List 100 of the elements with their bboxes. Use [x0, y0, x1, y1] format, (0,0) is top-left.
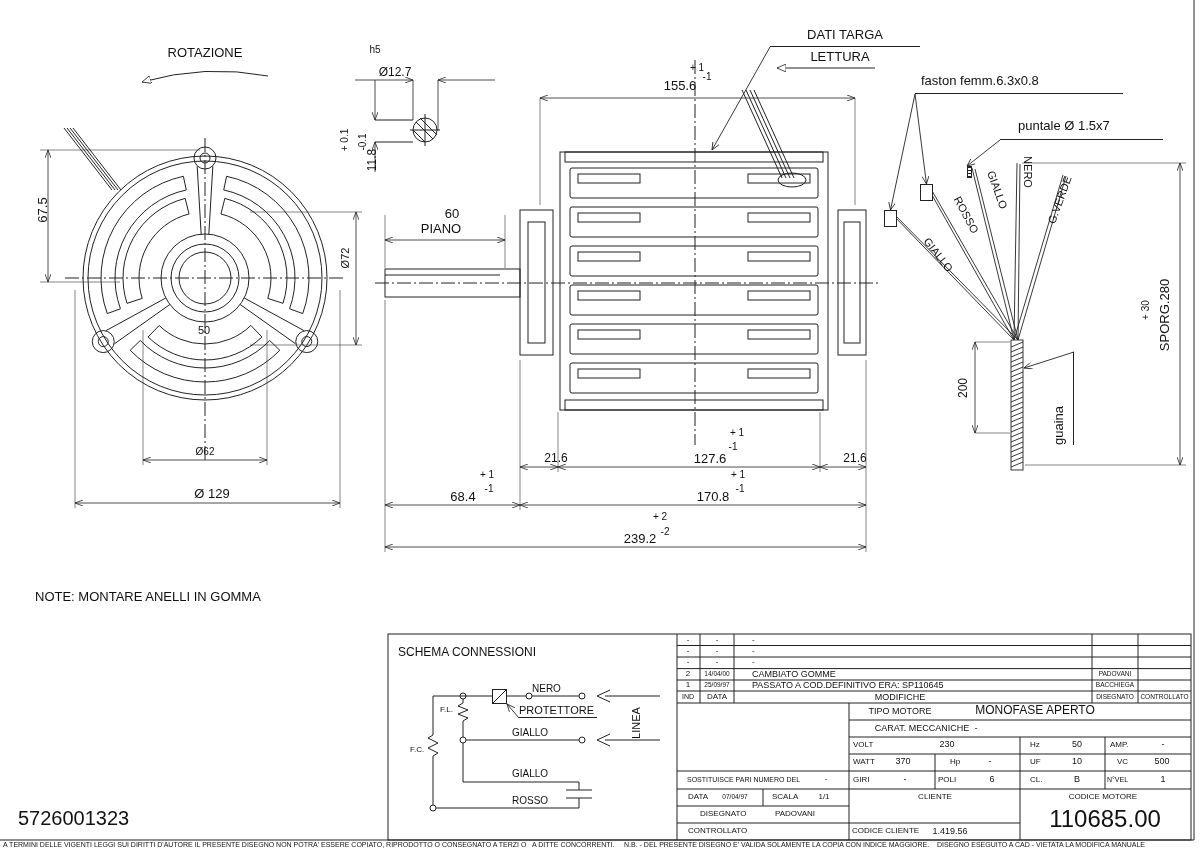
- dimension-value: Ø72: [339, 247, 351, 269]
- title-block-text: DATA: [688, 793, 709, 801]
- title-block-text: -: [752, 647, 755, 655]
- title-block-text: -: [715, 636, 719, 644]
- title-block-text: WATT: [853, 758, 875, 766]
- title-block-text: DATA: [706, 693, 728, 701]
- dimension-value: 60: [444, 207, 460, 220]
- schematic-label: NERO: [532, 684, 561, 694]
- schematic-label: F.L.: [440, 706, 453, 714]
- title-block-text: 1.419.56: [932, 827, 968, 836]
- tolerance-value: + 0.1: [340, 128, 350, 152]
- tolerance-value: + 1: [479, 470, 495, 480]
- tolerance-value: -2: [660, 527, 670, 537]
- title-block-text: 50: [1072, 740, 1082, 749]
- title-block-text: Hp: [950, 758, 961, 766]
- dimension-value: 200: [957, 378, 969, 398]
- dimension-value: 170.8: [696, 490, 730, 503]
- tolerance-value: + 1: [729, 428, 745, 438]
- dimension-value: 50: [197, 325, 211, 336]
- faston-connector: [920, 184, 933, 201]
- title-block-text: -: [686, 658, 690, 666]
- title-block-text: CONTROLLATO: [688, 827, 748, 835]
- title-block-text: -: [1161, 740, 1165, 749]
- title-block-text: 6: [989, 775, 995, 784]
- title-block-text: -: [686, 647, 690, 655]
- title-block-text: POLI: [938, 776, 957, 784]
- title-block-text: -: [686, 636, 690, 644]
- dimension-value: 239.2: [623, 532, 657, 545]
- tolerance-value: -1: [735, 484, 745, 494]
- callout-label: puntale Ø 1.5x7: [1000, 119, 1163, 140]
- title-block-text: GIRI: [853, 776, 870, 784]
- wire-ferrule: [967, 166, 972, 178]
- schematic-label: ROSSO: [512, 796, 549, 806]
- title-block-text: SCALA: [772, 793, 799, 801]
- title-block-text: 110685.00: [1049, 807, 1161, 831]
- dimension-value: 127.6: [693, 452, 727, 465]
- title-block-text: UF: [1030, 758, 1041, 766]
- title-block-text: 1: [685, 681, 691, 689]
- schematic-label: LINEA: [630, 707, 642, 739]
- title-block-text: -: [974, 724, 978, 733]
- title-block-text: Hz: [1030, 741, 1040, 749]
- title-block-text: CARAT. MECCANICHE: [874, 724, 970, 733]
- dimension-value: 67.5: [35, 197, 49, 223]
- schematic-label: F.C.: [410, 746, 425, 754]
- tolerance-value: + 2: [652, 512, 668, 522]
- heading-text: ROTAZIONE: [167, 46, 243, 59]
- schematic-label: GIALLO: [512, 728, 549, 738]
- callout-label: faston femm.6.3x0.8: [915, 74, 1123, 94]
- title-block-text: -: [715, 658, 719, 666]
- protector-symbol: [492, 689, 507, 704]
- direction-label: LETTURA: [810, 50, 870, 63]
- title-block-text: PASSATO A COD.DEFINITIVO ERA: SP110645: [752, 681, 944, 690]
- tolerance-value: -1: [484, 484, 494, 494]
- title-block-text: -: [752, 636, 755, 644]
- title-block-text: MODIFICHE: [874, 693, 926, 702]
- title-block-text: CLIENTE: [918, 793, 952, 801]
- callout-label: PROTETTORE: [519, 705, 597, 718]
- title-block-text: 1: [1160, 775, 1166, 784]
- dimension-value: PIANO: [420, 222, 462, 235]
- title-block-text: 370: [895, 757, 911, 766]
- dimension-value: 11.8: [366, 148, 378, 172]
- title-block-text: 1/1: [818, 793, 830, 801]
- tolerance-value: + 1: [689, 63, 705, 73]
- title-block-text: VC: [1117, 758, 1129, 766]
- title-block-text: TIPO MOTORE: [868, 707, 932, 716]
- title-block-text: PADOVANI: [774, 810, 816, 818]
- dimension-value: Ø 129: [194, 487, 230, 500]
- title-block-text: VOLT: [853, 741, 874, 749]
- title-block-text: MONOFASE APERTO: [975, 704, 1095, 716]
- title-block-text: -: [824, 775, 828, 783]
- title-block-text: -: [752, 658, 755, 666]
- title-block-text: B: [1074, 775, 1080, 784]
- wire-label: NERO: [1021, 156, 1033, 188]
- title-block-text: -: [903, 775, 907, 784]
- tolerance-value: -1: [702, 72, 712, 82]
- tolerance-value: + 1: [730, 470, 746, 480]
- drawing-number: 5726001323: [18, 808, 130, 828]
- title-block-text: DISEGNATO: [700, 810, 747, 818]
- dimension-value: Ø12.7: [378, 66, 412, 78]
- title-block-text: CODICE CLIENTE: [852, 827, 920, 835]
- dimension-value: Ø62: [195, 447, 215, 457]
- title-block-text: 500: [1154, 757, 1170, 766]
- title-block-text: CL.: [1030, 776, 1043, 784]
- title-block-text: 2: [685, 670, 691, 678]
- schematic-label: GIALLO: [512, 769, 549, 779]
- title-block-text: CAMBIATO GOMME: [752, 670, 836, 679]
- callout-label: DATI TARGA: [770, 28, 920, 47]
- title-block-text: AMP.: [1110, 741, 1129, 749]
- title-block-text: -: [988, 757, 992, 766]
- dimension-value: SPORG.280: [1157, 278, 1171, 352]
- heading-text: SCHEMA CONNESSIONI: [398, 646, 537, 658]
- callout-label: guaina: [1052, 352, 1074, 445]
- faston-connector: [884, 210, 897, 227]
- dimension-value: 155.6: [663, 79, 697, 92]
- tolerance-value: -1: [728, 442, 738, 452]
- tolerance-value: + 30: [1141, 300, 1151, 320]
- note-text: NOTE: MONTARE ANELLI IN GOMMA: [35, 590, 261, 603]
- dimension-value: 68.4: [450, 490, 476, 503]
- tolerance-value: h5: [369, 45, 381, 55]
- title-block-text: 230: [939, 740, 955, 749]
